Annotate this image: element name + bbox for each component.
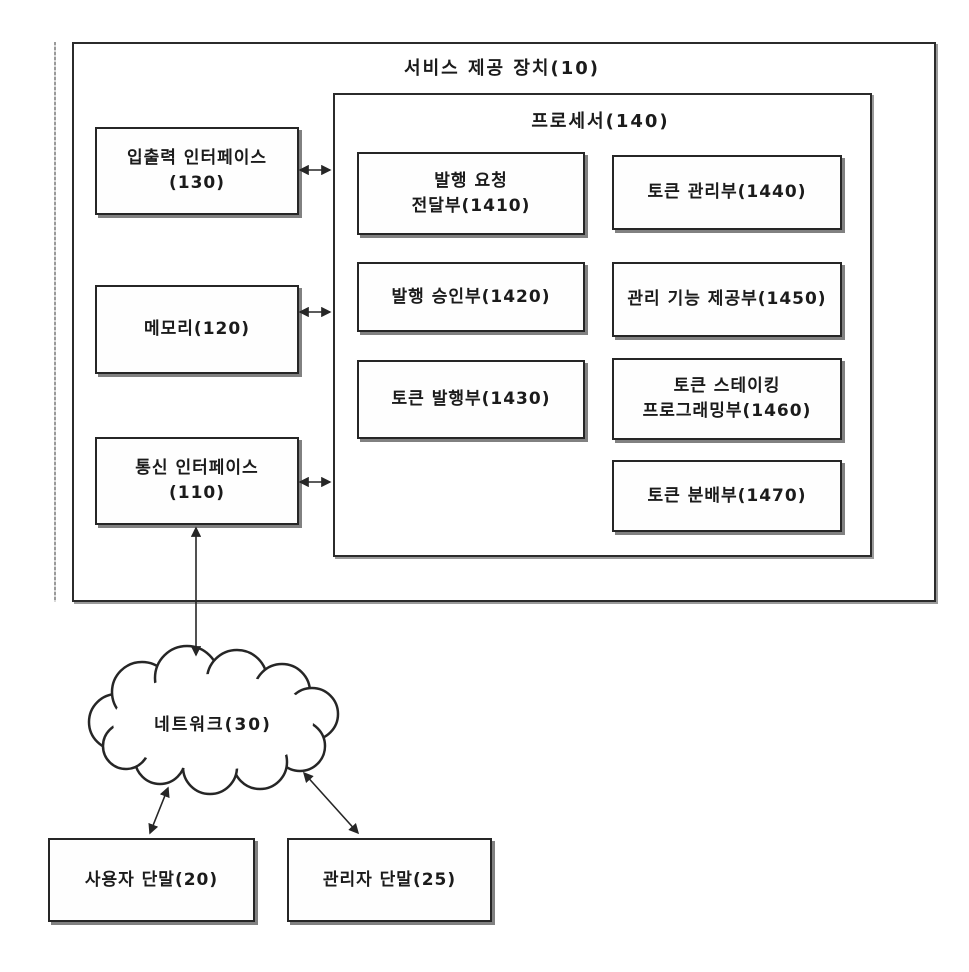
- scan-edge-line: [54, 42, 56, 602]
- admin-terminal-box: 관리자 단말(25): [287, 838, 492, 922]
- unit-1440-box: 토큰 관리부(1440): [612, 155, 842, 230]
- comm-interface-box: 통신 인터페이스 (110): [95, 437, 299, 525]
- user-terminal-box: 사용자 단말(20): [48, 838, 255, 922]
- arrow-network-user-terminal: [148, 786, 170, 835]
- network-label: 네트워크(30): [154, 715, 272, 735]
- service-device-label: 서비스 제공 장치(10): [404, 58, 600, 79]
- arrow-network-admin-terminal: [302, 771, 360, 835]
- unit-1470-box: 토큰 분배부(1470): [612, 460, 842, 532]
- processor-label: 프로세서(140): [531, 111, 670, 132]
- processor-box: [333, 93, 872, 557]
- unit-1410-box: 발행 요청 전달부(1410): [357, 152, 585, 235]
- unit-1450-box: 관리 기능 제공부(1450): [612, 262, 842, 337]
- service-device-box: [72, 42, 936, 602]
- memory-box: 메모리(120): [95, 285, 299, 374]
- unit-1460-box: 토큰 스테이킹 프로그래밍부(1460): [612, 358, 842, 440]
- io-interface-box: 입출력 인터페이스 (130): [95, 127, 299, 215]
- unit-1430-box: 토큰 발행부(1430): [357, 360, 585, 439]
- unit-1420-box: 발행 승인부(1420): [357, 262, 585, 332]
